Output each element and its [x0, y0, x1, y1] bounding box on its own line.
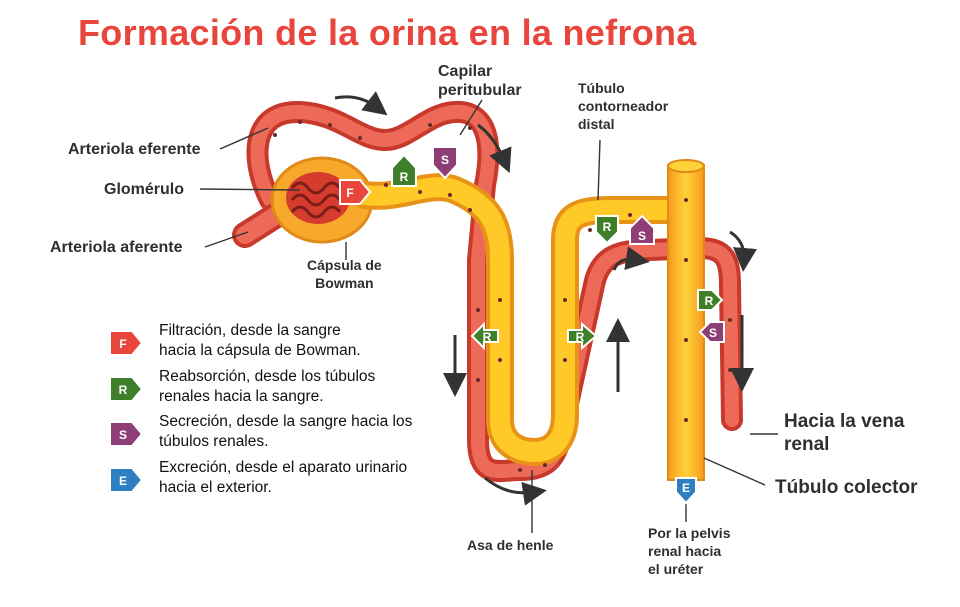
svg-text:R: R [603, 220, 612, 234]
legend-line: Filtración, desde la sangre [159, 321, 361, 341]
label-capsula-bowman: Cápsula de Bowman [307, 256, 382, 292]
legend-item-excretion: Excreción, desde el aparato urinario hac… [159, 458, 407, 498]
legend-badge-f: F [110, 331, 142, 355]
svg-text:E: E [682, 481, 690, 495]
collecting-duct [668, 165, 704, 480]
label-line: renal hacia [648, 542, 730, 560]
svg-text:S: S [709, 326, 717, 340]
legend-line: Secreción, desde la sangre hacia los [159, 412, 412, 432]
label-line: distal [578, 115, 668, 133]
legend-line: Excreción, desde el aparato urinario [159, 458, 407, 478]
legend-badges: F R S E [110, 331, 142, 492]
label-vena-renal: Hacia la vena renal [784, 410, 904, 456]
legend-badge-letter: E [119, 474, 127, 488]
svg-text:R: R [400, 170, 409, 184]
label-line: Capilar [438, 62, 522, 81]
label-line: renal [784, 433, 904, 456]
label-line: contorneador [578, 97, 668, 115]
badge-reabsorption-5: R [698, 290, 722, 310]
badge-reabsorption-1: R [392, 155, 416, 186]
svg-text:F: F [346, 186, 353, 200]
label-line: Hacia la vena [784, 410, 904, 433]
label-line: peritubular [438, 81, 522, 100]
legend-item-filtration: Filtración, desde la sangre hacia la cáp… [159, 321, 361, 361]
label-line: Por la pelvis [648, 524, 730, 542]
svg-text:R: R [483, 330, 492, 344]
legend-badge-s: S [110, 422, 142, 446]
legend-line: hacia el exterior. [159, 478, 407, 498]
legend-badge-e: E [110, 468, 142, 492]
legend-line: túbulos renales. [159, 432, 412, 452]
label-line: Bowman [307, 274, 382, 292]
label-tubulo-distal: Túbulo contorneador distal [578, 79, 668, 133]
badge-reabsorption-4: R [596, 216, 618, 243]
legend-badge-letter: R [119, 383, 128, 397]
label-capilar-peritubular: Capilar peritubular [438, 62, 522, 100]
label-pelvis-renal: Por la pelvis renal hacia el uréter [648, 524, 730, 578]
label-glomerulo: Glomérulo [104, 180, 184, 199]
legend-badge-r: R [110, 377, 142, 401]
label-line: Túbulo [578, 79, 668, 97]
svg-text:R: R [576, 330, 585, 344]
svg-text:R: R [705, 294, 714, 308]
label-tubulo-colector: Túbulo colector [775, 476, 918, 499]
label-arteriola-eferente: Arteriola eferente [68, 140, 201, 159]
legend-badge-letter: S [119, 428, 127, 442]
page-title: Formación de la orina en la nefrona [78, 12, 697, 54]
label-line: el uréter [648, 560, 730, 578]
label-arteriola-aferente: Arteriola aferente [50, 238, 183, 257]
legend-item-secretion: Secreción, desde la sangre hacia los túb… [159, 412, 412, 452]
label-line: Cápsula de [307, 256, 382, 274]
label-asa-henle: Asa de henle [467, 536, 553, 554]
svg-text:S: S [638, 229, 646, 243]
badge-excretion: E [676, 478, 696, 503]
legend-item-reabsorption: Reabsorción, desde los túbulos renales h… [159, 367, 375, 407]
legend-line: Reabsorción, desde los túbulos [159, 367, 375, 387]
legend-badge-letter: F [119, 337, 126, 351]
legend-line: renales hacia la sangre. [159, 387, 375, 407]
svg-text:S: S [441, 153, 449, 167]
legend-line: hacia la cápsula de Bowman. [159, 341, 361, 361]
